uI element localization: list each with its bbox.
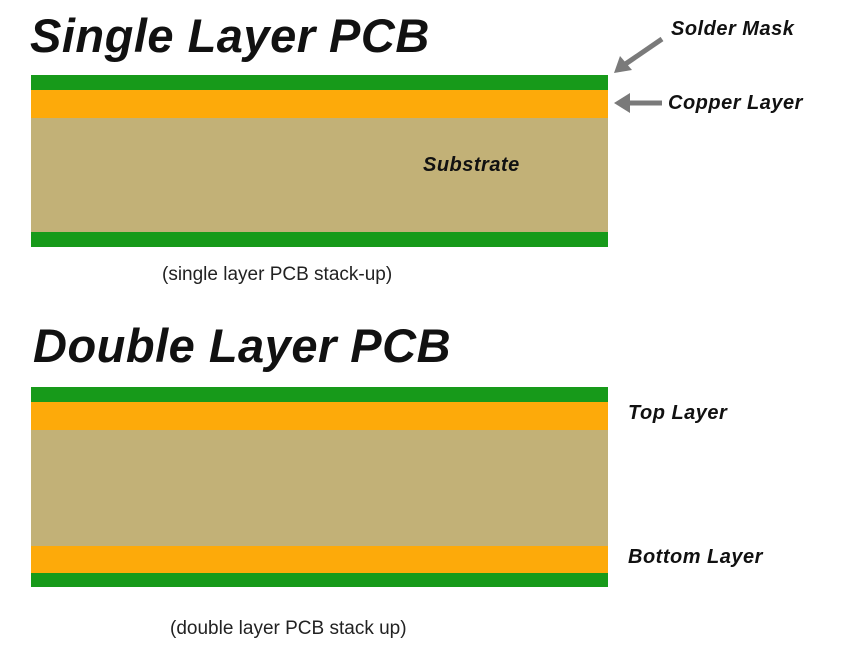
double-top-copper-layer xyxy=(31,402,608,430)
label-arrows xyxy=(614,36,664,113)
double-layer-title: Double Layer PCB xyxy=(33,319,452,372)
double-bottom-solder-mask xyxy=(31,573,608,587)
top-layer-label: Top Layer xyxy=(628,402,728,424)
solder-mask-label: Solder Mask xyxy=(671,18,795,40)
single-copper-layer xyxy=(31,90,608,118)
double-bottom-copper-layer xyxy=(31,546,608,573)
copper-layer-label: Copper Layer xyxy=(668,92,803,114)
single-top-solder-mask xyxy=(31,75,608,90)
single-layer-title: Single Layer PCB xyxy=(30,9,430,62)
single-substrate xyxy=(31,118,608,232)
substrate-label: Substrate xyxy=(423,154,520,176)
single-bottom-solder-mask xyxy=(31,232,608,247)
bottom-layer-label: Bottom Layer xyxy=(628,546,763,568)
double-substrate xyxy=(31,430,608,546)
solder-mask-arrow-icon xyxy=(614,36,664,73)
double-top-solder-mask xyxy=(31,387,608,402)
single-layer-caption: (single layer PCB stack-up) xyxy=(162,264,393,285)
copper-layer-arrow-icon xyxy=(614,93,662,113)
double-layer-caption: (double layer PCB stack up) xyxy=(170,618,407,639)
